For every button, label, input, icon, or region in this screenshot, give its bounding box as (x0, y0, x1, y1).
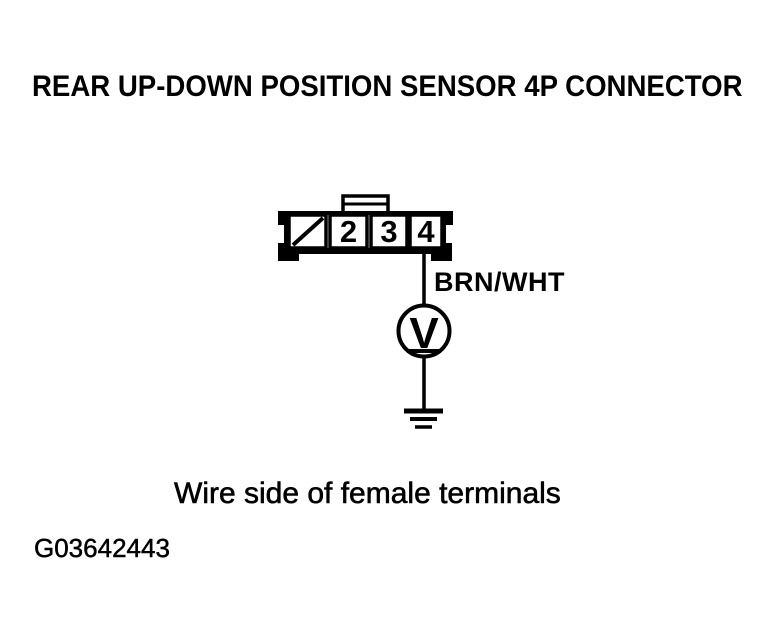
ground-icon (404, 408, 443, 429)
connector-latch (341, 194, 390, 215)
pin-label-3: 3 (380, 214, 398, 249)
page-title: REAR UP-DOWN POSITION SENSOR 4P CONNECTO… (32, 70, 743, 103)
voltmeter-icon: V (396, 303, 452, 359)
pin-label-2: 2 (339, 214, 358, 249)
cavity-1-empty-slash-icon (291, 216, 325, 247)
terminal-view-caption: Wire side of female terminals (174, 477, 561, 511)
connector-housing (278, 211, 453, 261)
cavity-2 (328, 213, 369, 250)
wire-color-label: BRN/WHT (434, 267, 565, 297)
pin-label-4: 4 (417, 214, 435, 249)
cavity-4 (408, 213, 444, 250)
figure-id: G03642443 (34, 533, 170, 564)
cavity-3 (369, 213, 409, 250)
